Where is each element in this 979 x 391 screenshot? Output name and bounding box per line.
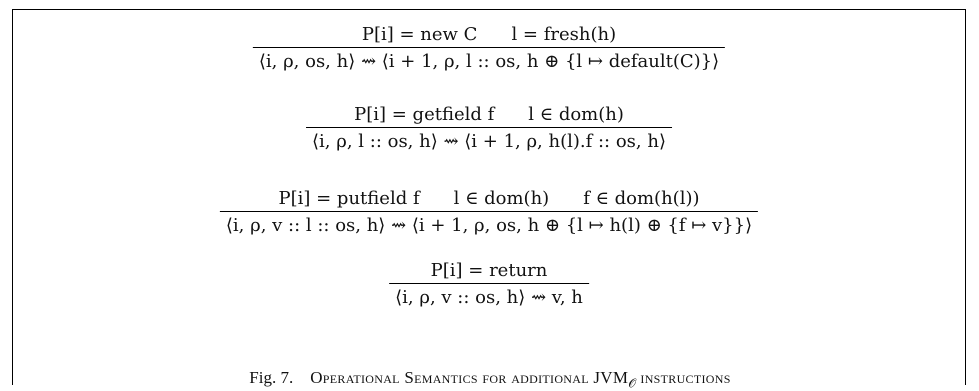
rule-putfield: P[i] = putfield f l ∈ dom(h) f ∈ dom(h(l))…: [219, 188, 759, 236]
rule-putfield-inference-line: [219, 211, 759, 212]
rule-new-premises: P[i] = new C l = fresh(h): [253, 24, 725, 47]
rule-new-premise-1: P[i] = new C: [361, 24, 478, 45]
rule-new-conclusion: ⟨i, ρ, os, h⟩ ⇝ ⟨i + 1, ρ, l :: os, h ⊕ …: [258, 51, 720, 72]
rule-new-premise-2: l = fresh(h): [511, 24, 617, 45]
rule-putfield-conclusion: ⟨i, ρ, v :: l :: os, h⟩ ⇝ ⟨i + 1, ρ, os,…: [225, 215, 753, 236]
rule-return-premise-1: P[i] = return: [430, 260, 548, 281]
figure-frame: P[i] = new C l = fresh(h) ⟨i, ρ, os, h⟩ ⇝…: [12, 9, 966, 390]
rule-getfield: P[i] = getfield f l ∈ dom(h) ⟨i, ρ, l :: …: [306, 104, 672, 152]
rule-putfield-premises: P[i] = putfield f l ∈ dom(h) f ∈ dom(h(l)): [220, 188, 758, 211]
rule-getfield-inference-line: [306, 127, 672, 128]
rule-putfield-premise-2: l ∈ dom(h): [453, 188, 550, 209]
caption-label: Fig. 7.: [249, 368, 294, 387]
rule-getfield-premises: P[i] = getfield f l ∈ dom(h): [306, 104, 672, 127]
figure-caption: Fig. 7. Operational Semantics for additi…: [13, 368, 967, 391]
rule-putfield-premise-3: f ∈ dom(h(l)): [583, 188, 700, 209]
rule-getfield-premise-1: P[i] = getfield f: [354, 104, 495, 125]
caption-subscript: 𝒪: [628, 376, 636, 391]
caption-text: Operational Semantics for additional JVM: [310, 368, 629, 387]
rule-new-inference-line: [252, 47, 726, 48]
caption-suffix: instructions: [635, 368, 731, 387]
rule-new: P[i] = new C l = fresh(h) ⟨i, ρ, os, h⟩ ⇝…: [252, 24, 726, 72]
rule-putfield-premise-1: P[i] = putfield f: [278, 188, 420, 209]
rule-return-premises: P[i] = return: [389, 260, 589, 283]
rule-getfield-conclusion: ⟨i, ρ, l :: os, h⟩ ⇝ ⟨i + 1, ρ, h(l).f :…: [312, 131, 666, 152]
rule-return: P[i] = return ⟨i, ρ, v :: os, h⟩ ⇝ v, h: [389, 260, 589, 308]
rule-return-inference-line: [389, 283, 589, 284]
rule-return-conclusion: ⟨i, ρ, v :: os, h⟩ ⇝ v, h: [395, 287, 583, 308]
rule-getfield-premise-2: l ∈ dom(h): [528, 104, 624, 125]
